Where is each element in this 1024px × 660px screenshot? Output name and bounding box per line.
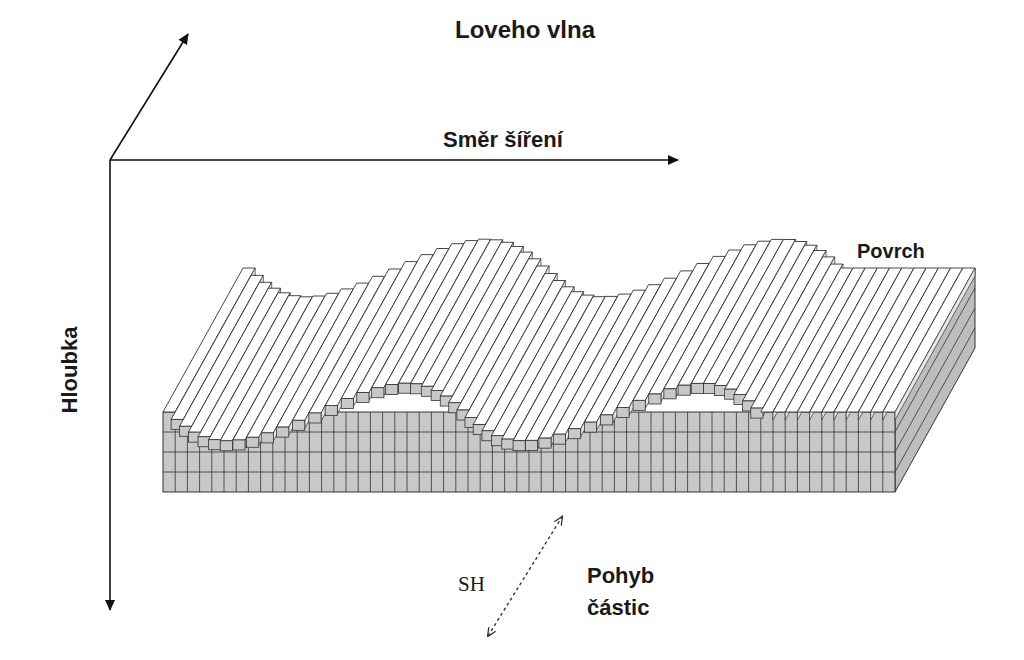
wave-type-label: SH: [458, 572, 485, 597]
axes: [110, 34, 678, 610]
slat-end: [525, 440, 537, 450]
surface-label: Povrch: [857, 240, 925, 263]
slat-end: [399, 383, 411, 393]
slat-end: [277, 427, 289, 437]
slat-end: [341, 399, 353, 409]
particle-motion-arrow: [488, 517, 562, 636]
slat-end: [247, 437, 259, 447]
slat-end: [539, 438, 551, 448]
slat-end: [220, 441, 232, 451]
slat-end: [410, 384, 422, 394]
axis-label: Hloubka: [57, 327, 83, 414]
slat-end: [372, 388, 384, 398]
slat-end: [293, 420, 305, 430]
slat-end: [309, 413, 321, 423]
slat-end: [751, 408, 763, 418]
slat-end: [553, 434, 565, 444]
axis-label: Směr šíření: [443, 127, 563, 153]
surface-slat: [871, 268, 963, 412]
grid-line: [163, 472, 895, 473]
slat-end: [617, 407, 629, 417]
slat-end: [233, 440, 245, 450]
slat-end: [357, 393, 369, 403]
slat-end: [584, 422, 596, 432]
slat-end: [664, 389, 676, 399]
title: Loveho vlna: [455, 16, 595, 44]
surface-slat: [883, 268, 975, 412]
slat-end: [601, 415, 613, 425]
slat-end: [678, 385, 690, 395]
slat-end: [325, 406, 337, 416]
slat-end: [209, 440, 221, 450]
slat-end: [386, 385, 398, 395]
motion-label: Pohyb částic: [587, 560, 667, 624]
slat-side: [895, 268, 975, 420]
slat-end: [569, 429, 581, 439]
slat-end: [261, 433, 273, 443]
grid-line: [163, 452, 895, 453]
slat-end: [502, 439, 514, 449]
slat-end: [649, 394, 661, 404]
slat-end: [633, 400, 645, 410]
slat-end: [513, 441, 525, 451]
slat-end: [703, 383, 715, 393]
slat-end: [691, 383, 703, 393]
layered-block: [163, 239, 975, 492]
